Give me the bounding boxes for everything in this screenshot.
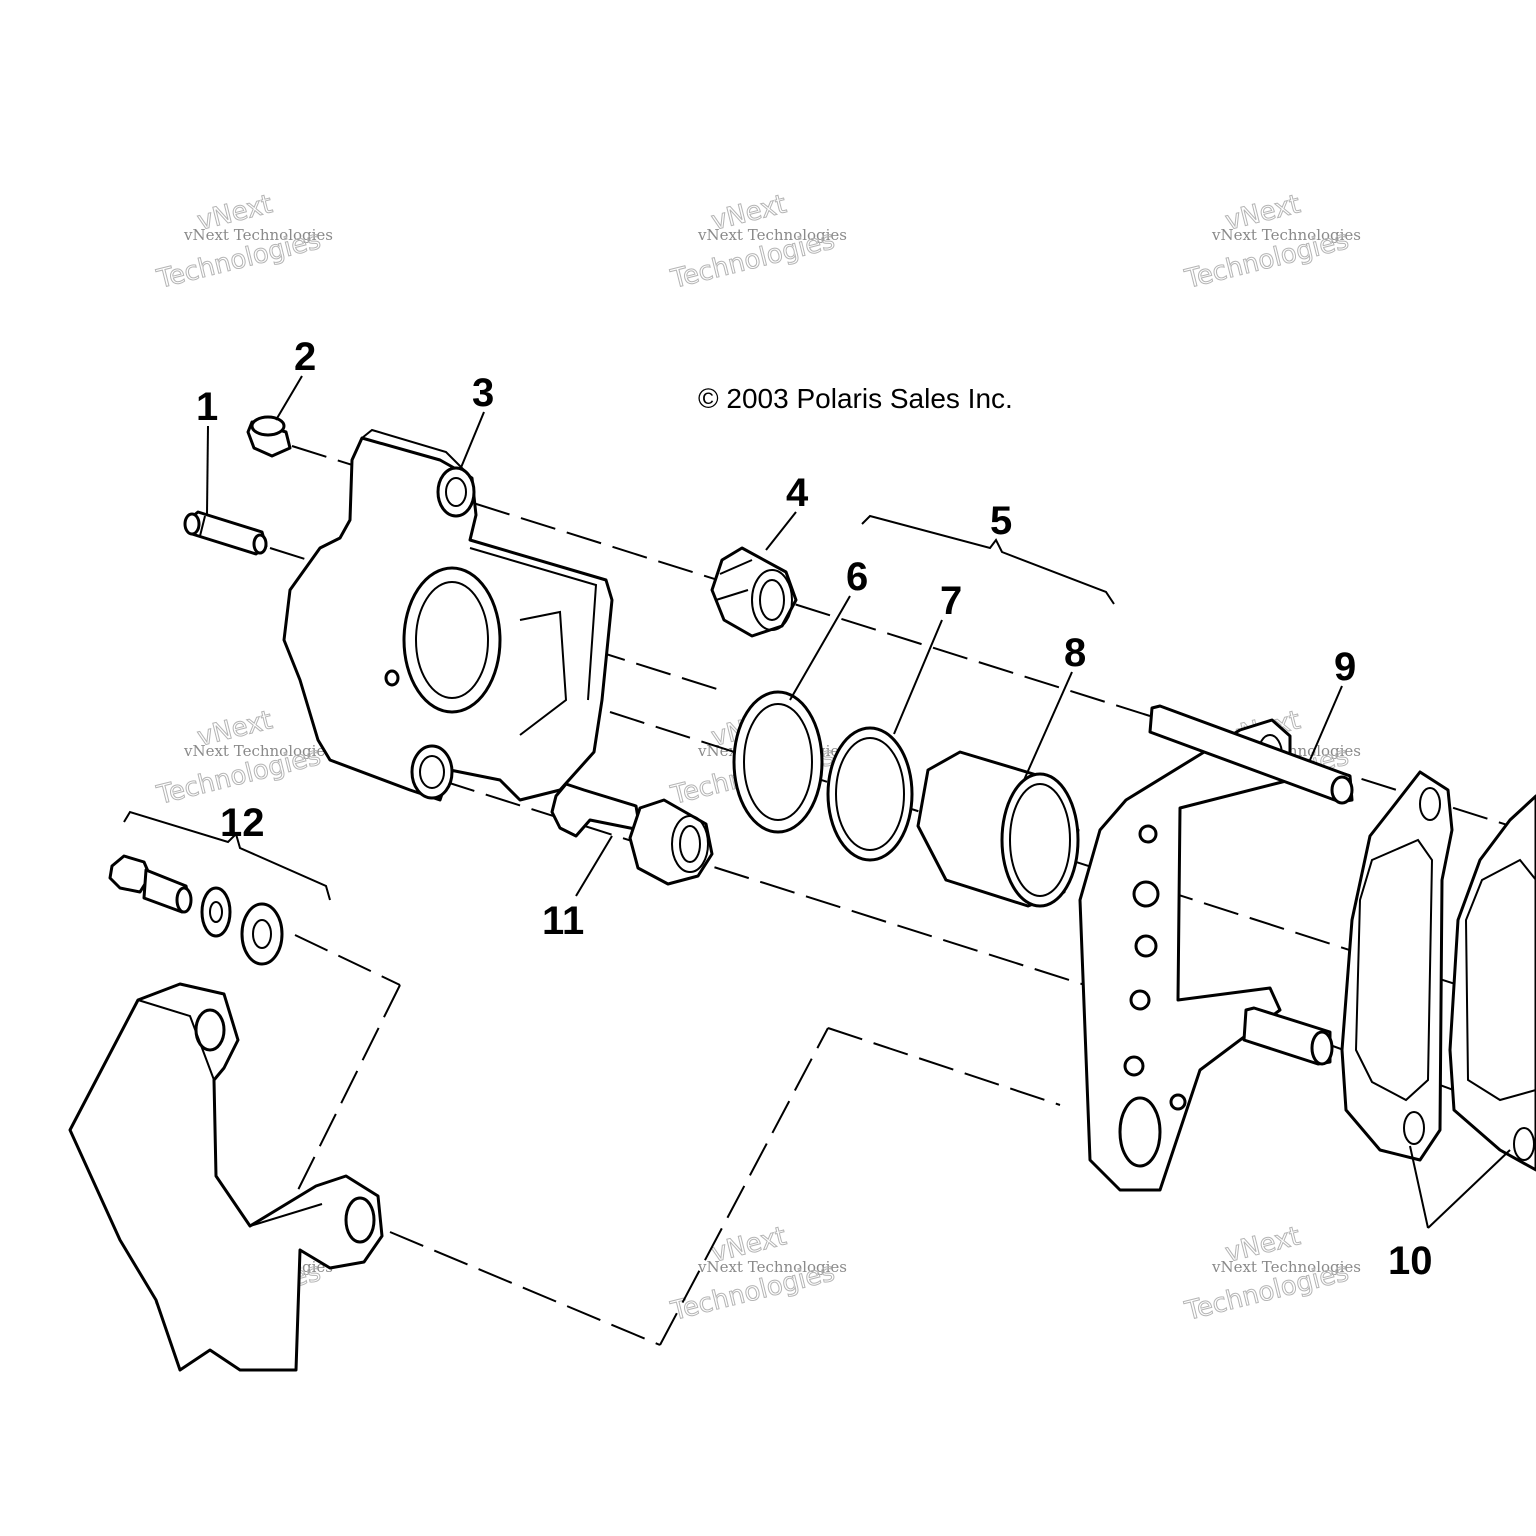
part-5-group-bracket (861, 514, 1115, 605)
watermark: vNext vNext Technologies Technologies (1181, 1221, 1361, 1328)
watermark-text: vNext Technologies (183, 226, 333, 244)
callout-4: 4 (786, 471, 809, 515)
watermark: vNext vNext Technologies Technologies (153, 705, 333, 812)
callout-2: 2 (294, 335, 316, 379)
watermark-text: vNext Technologies (1211, 1258, 1361, 1276)
callout-9: 9 (1334, 645, 1356, 689)
part-4-dust-boot (710, 546, 798, 638)
callout-3: 3 (472, 371, 494, 415)
leader-lines (206, 375, 1511, 1229)
watermark: vNext vNext Technologies Technologies (1181, 189, 1361, 296)
callout-5: 5 (990, 499, 1012, 543)
part-12-group-bracket (123, 810, 331, 901)
watermark-text: vNext Technologies (697, 1258, 847, 1276)
callout-8: 8 (1064, 631, 1086, 675)
part-10-brake-pads (1340, 770, 1536, 1172)
part-2-cap (246, 415, 292, 458)
callout-12: 12 (220, 801, 265, 845)
part-3-caliper-body (282, 428, 614, 802)
watermark-text: vNext Technologies (697, 226, 847, 244)
part-1-bleeder-screw (183, 510, 268, 556)
callout-7: 7 (940, 579, 962, 623)
watermark-text: vNext Technologies (1211, 226, 1361, 244)
part-7-seal (826, 726, 914, 862)
watermark-text: vNext Technologies (183, 742, 333, 760)
mounting-bracket (68, 982, 384, 1372)
watermark: vNext vNext Technologies Technologies (667, 1221, 847, 1328)
callout-11: 11 (542, 899, 584, 943)
part-9-pin-bracket (1078, 704, 1354, 1192)
watermark: vNext vNext Technologies Technologies (667, 189, 847, 296)
part-11-guide-pin (550, 782, 714, 886)
callout-10: 10 (1388, 1239, 1433, 1283)
copyright-notice: © 2003 Polaris Sales Inc. (698, 383, 1013, 414)
part-8-piston (916, 750, 1080, 908)
part-6-seal (732, 690, 824, 834)
part-12-bolt-washers (108, 854, 284, 966)
callout-1: 1 (196, 385, 218, 429)
callout-labels: 1 2 3 4 5 6 7 8 9 10 11 12 (196, 335, 1433, 1283)
watermark: vNext vNext Technologies Technologies (153, 189, 333, 296)
callout-6: 6 (846, 555, 868, 599)
